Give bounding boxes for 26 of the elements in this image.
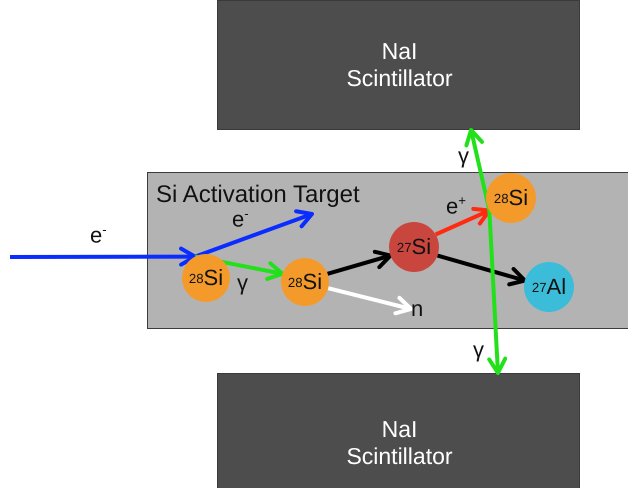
arrow [194, 254, 284, 281]
nucleus-circle: $^{28}$Si [486, 173, 536, 223]
arrow [487, 210, 508, 375]
particle-label: n [411, 296, 424, 322]
nucleus-circle: $^{28}$Si [281, 258, 329, 306]
edge-label: e$^{-}$ [232, 206, 249, 232]
arrow [328, 286, 413, 316]
nucleus-circle: $^{28}$Si [182, 254, 230, 302]
arrow [436, 254, 527, 286]
arrow [327, 250, 392, 276]
arrow [194, 209, 314, 258]
target-box [147, 172, 628, 329]
scintillator-label: NaI Scintillator [345, 38, 454, 92]
edge-label: γ [473, 337, 484, 363]
scintillator-box [217, 373, 580, 488]
edge-label: e$^{+}$ [446, 193, 466, 220]
arrow [10, 246, 198, 267]
edge-label: γ [458, 143, 469, 169]
scintillator-label: NaI Scintillator [345, 416, 454, 470]
scintillator-box [217, 0, 580, 130]
arrow [464, 128, 492, 211]
edge-label: γ [237, 270, 248, 296]
nucleus-circle: $^{27}$Si [389, 222, 439, 272]
edge-label: e$^{-}$ [90, 222, 107, 248]
target-title: Si Activation Target [156, 181, 360, 209]
nucleus-circle: $^{27}$Al [524, 262, 574, 312]
